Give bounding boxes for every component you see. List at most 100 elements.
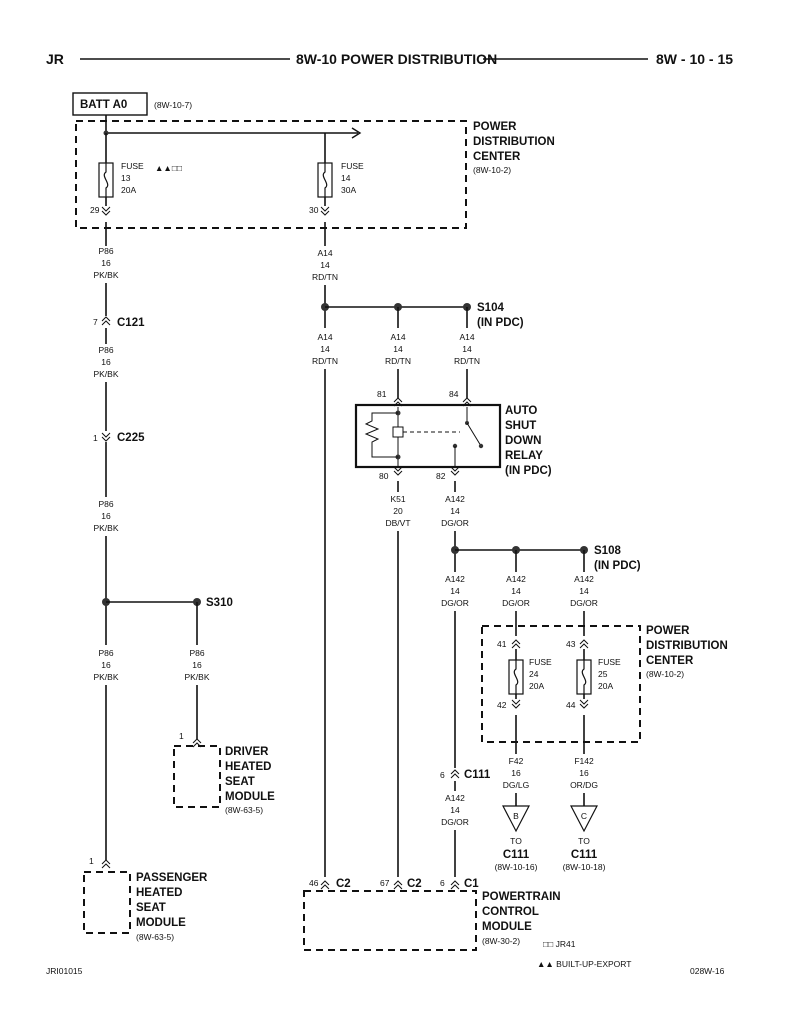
footer-right: 028W-16	[690, 966, 725, 976]
fuse24-pin-out: 42	[497, 700, 507, 710]
fuse24-l3: 20A	[529, 681, 544, 691]
to-b-conn: C111	[503, 849, 530, 861]
wire-label: 20	[393, 506, 403, 516]
pcm-c2b: C2	[407, 878, 422, 890]
relay-l5: (IN PDC)	[505, 465, 552, 477]
wire-label: P86	[98, 499, 113, 509]
wire-label: DG/OR	[441, 598, 469, 608]
wire-f42-f142: F42 16 DG/LG F142 16 OR/DG B C TO C111 (…	[495, 715, 606, 872]
to-c-letter: C	[581, 811, 587, 821]
pdc-mid-l2: DISTRIBUTION	[646, 640, 728, 652]
pass-seat-l3: SEAT	[136, 902, 166, 914]
asd-relay: 81 84 80 82 AUTO SHUT DOWN RELAY (IN PDC…	[354, 389, 552, 481]
wire-label: 14	[511, 586, 521, 596]
wire-label: RD/TN	[312, 356, 338, 366]
fuse14-l2: 14	[341, 173, 351, 183]
pdc-top-l1: POWER	[473, 121, 517, 133]
fuse24-l2: 24	[529, 669, 539, 679]
c225-label: C225	[117, 432, 145, 444]
fuse25-pin-in: 43	[566, 639, 576, 649]
wire-label: 14	[450, 506, 460, 516]
pass-seat-l2: HEATED	[136, 887, 182, 899]
wire-label: K51	[390, 494, 405, 504]
wire-label: DG/OR	[502, 598, 530, 608]
pcm-l2: CONTROL	[482, 906, 539, 918]
wire-label: PK/BK	[184, 672, 209, 682]
wire-label: PK/BK	[93, 270, 118, 280]
wire-p86-run: P86 16 PK/BK 7 C121 P86 16 PK/BK 1 C225 …	[89, 222, 233, 869]
to-b-ref: (8W-10-16)	[495, 862, 538, 872]
wire-label: F142	[574, 756, 594, 766]
wire-label: A14	[317, 248, 332, 258]
wire-label: DB/VT	[385, 518, 410, 528]
s108-l2: (IN PDC)	[594, 560, 641, 572]
wire-label: 16	[511, 768, 521, 778]
wire-label: PK/BK	[93, 523, 118, 533]
pdc-top-l2: DISTRIBUTION	[473, 136, 555, 148]
wire-label: 16	[101, 511, 111, 521]
relay-l4: RELAY	[505, 450, 543, 462]
pass-seat-l1: PASSENGER	[136, 872, 208, 884]
driver-seat-pin: 1	[179, 731, 184, 741]
c111-pin: 6	[440, 770, 445, 780]
wire-label: 14	[462, 344, 472, 354]
wire-label: 14	[320, 260, 330, 270]
pdc-mid-l1: POWER	[646, 625, 690, 637]
wire-label: 16	[579, 768, 589, 778]
batt-ref: (8W-10-7)	[154, 100, 192, 110]
pdc-mid-ref: (8W-10-2)	[646, 669, 684, 679]
relay-pin81: 81	[377, 389, 387, 399]
pcm-l1: POWERTRAIN	[482, 891, 561, 903]
pdc-mid-l3: CENTER	[646, 655, 694, 667]
relay-pin82: 82	[436, 471, 446, 481]
driver-seat-l4: MODULE	[225, 791, 275, 803]
driver-seat-module: DRIVER HEATED SEAT MODULE (8W-63-5)	[173, 745, 275, 815]
relay-pin84: 84	[449, 389, 459, 399]
wire-label: PK/BK	[93, 672, 118, 682]
wire-label: 16	[192, 660, 202, 670]
wire-label: A14	[317, 332, 332, 342]
to-c-conn: C111	[571, 849, 598, 861]
wire-label: 14	[320, 344, 330, 354]
pass-seat-module: PASSENGER HEATED SEAT MODULE (8W-63-5)	[83, 871, 208, 942]
fuse14-l3: 30A	[341, 185, 356, 195]
to-b-to: TO	[510, 836, 522, 846]
pass-seat-pin: 1	[89, 856, 94, 866]
wire-label: F42	[509, 756, 524, 766]
wire-k51: K51 20 DB/VT	[385, 481, 411, 877]
wire-label: 14	[450, 805, 460, 815]
pcm-l3: MODULE	[482, 921, 532, 933]
wire-label: RD/TN	[385, 356, 411, 366]
wire-label: OR/DG	[570, 780, 598, 790]
relay-l3: DOWN	[505, 435, 541, 447]
wire-label: A142	[445, 793, 465, 803]
wire-label: DG/OR	[441, 817, 469, 827]
fuse25-pin-out: 44	[566, 700, 576, 710]
wire-label: A142	[574, 574, 594, 584]
pass-seat-l4: MODULE	[136, 917, 186, 929]
pcm: 46 C2 67 C2 6 C1 POWERTRAIN CONTROL MODU…	[303, 878, 561, 951]
legend-jr41: □□ JR41	[543, 939, 576, 949]
pcm-c2a-pin: 46	[309, 878, 319, 888]
wire-label: DG/OR	[441, 518, 469, 528]
fuse14-pin: 30	[309, 205, 319, 215]
fuse13-l1: FUSE	[121, 161, 144, 171]
header-left: JR	[46, 51, 64, 67]
wire-label: P86	[98, 246, 113, 256]
to-b-letter: B	[513, 811, 519, 821]
fuse24-l1: FUSE	[529, 657, 552, 667]
wire-label: A142	[445, 494, 465, 504]
wire-label: A142	[445, 574, 465, 584]
wire-a142: A142 14 DG/OR S108 (IN PDC) A142 14 DG/O…	[440, 481, 641, 877]
legend: □□ JR41 ▲▲ BUILT-UP-EXPORT	[537, 939, 631, 969]
pcm-c2b-pin: 67	[380, 878, 390, 888]
header: JR 8W-10 POWER DISTRIBUTION 8W - 10 - 15	[46, 51, 733, 67]
wire-a14-run: A14 14 RD/TN S104 (IN PDC) A14 14 RD/TN …	[312, 222, 524, 877]
driver-seat-l3: SEAT	[225, 776, 255, 788]
driver-seat-l2: HEATED	[225, 761, 271, 773]
pcm-ref: (8W-30-2)	[482, 936, 520, 946]
to-c-to: TO	[578, 836, 590, 846]
to-c-ref: (8W-10-18)	[563, 862, 606, 872]
wire-label: 16	[101, 357, 111, 367]
